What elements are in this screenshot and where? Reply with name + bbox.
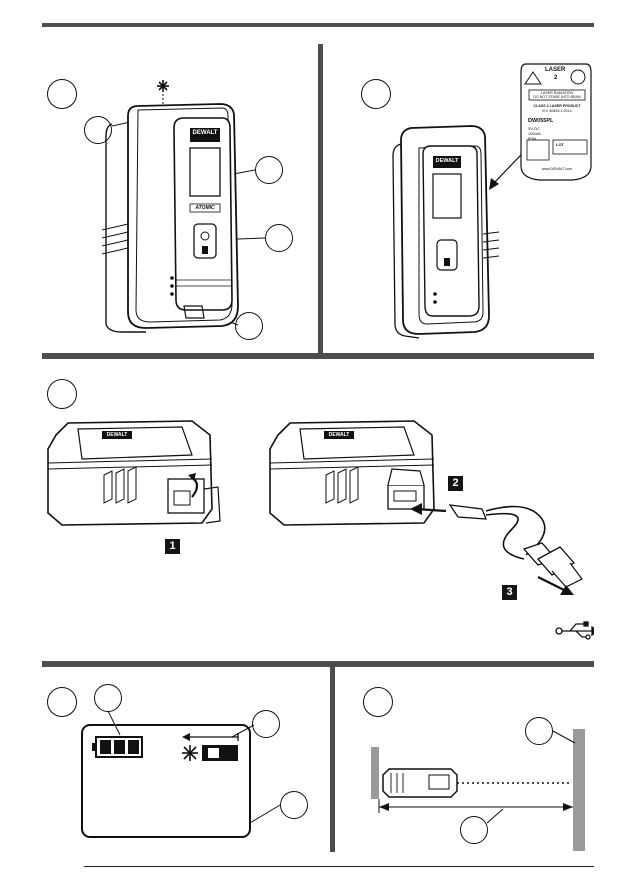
device-port-closed (48, 421, 220, 525)
step-badge-2: 2 (448, 476, 463, 491)
panel-device-label: DEWALT LASER 2 LASER RADIATION DO NOT ST… (323, 44, 594, 354)
measuring-drawing (335, 667, 594, 852)
label-class-number: 2 (554, 75, 557, 81)
label-line3: CLASS 2 LASER PRODUCT (529, 104, 585, 108)
usb-icon (556, 622, 594, 639)
battery-icon (92, 737, 142, 757)
panel-device-front: DEWALT ATOMIC (42, 44, 318, 354)
brand-logo-front: DEWALT (190, 130, 220, 136)
step-badge-1: 1 (165, 539, 180, 554)
label-model: DW055PL (528, 118, 553, 124)
laser-star-icon-small (182, 745, 198, 761)
label-line2: DO NOT STARE INTO BEAM (531, 95, 583, 99)
reference-wall (371, 747, 379, 799)
brand-logo-charging-right: DEWALT (324, 432, 354, 438)
label-spec3: IP54 (528, 136, 536, 141)
brand-logo-back: DEWALT (433, 158, 461, 164)
charging-drawing (42, 359, 594, 661)
top-rule (42, 23, 594, 27)
panel-display (42, 667, 330, 852)
label-lot: LOT (556, 142, 564, 147)
device-front-drawing (42, 44, 318, 354)
model-text-front: ATOMIC (190, 205, 220, 211)
target-wall (573, 729, 585, 851)
panel-charging: 1 2 3 DEWALT DEWALT (42, 359, 594, 661)
brand-logo-charging-left: DEWALT (102, 432, 132, 438)
label-class-text: LASER (545, 67, 565, 73)
display-drawing (42, 667, 330, 852)
label-line4: IEC 60825-1:2014 (529, 109, 585, 113)
panel-measuring (335, 667, 594, 852)
label-website: www.DEWALT.com (529, 167, 585, 171)
footer-rule (84, 866, 594, 867)
step-badge-3: 3 (502, 585, 517, 600)
laser-star-icon (157, 80, 169, 92)
